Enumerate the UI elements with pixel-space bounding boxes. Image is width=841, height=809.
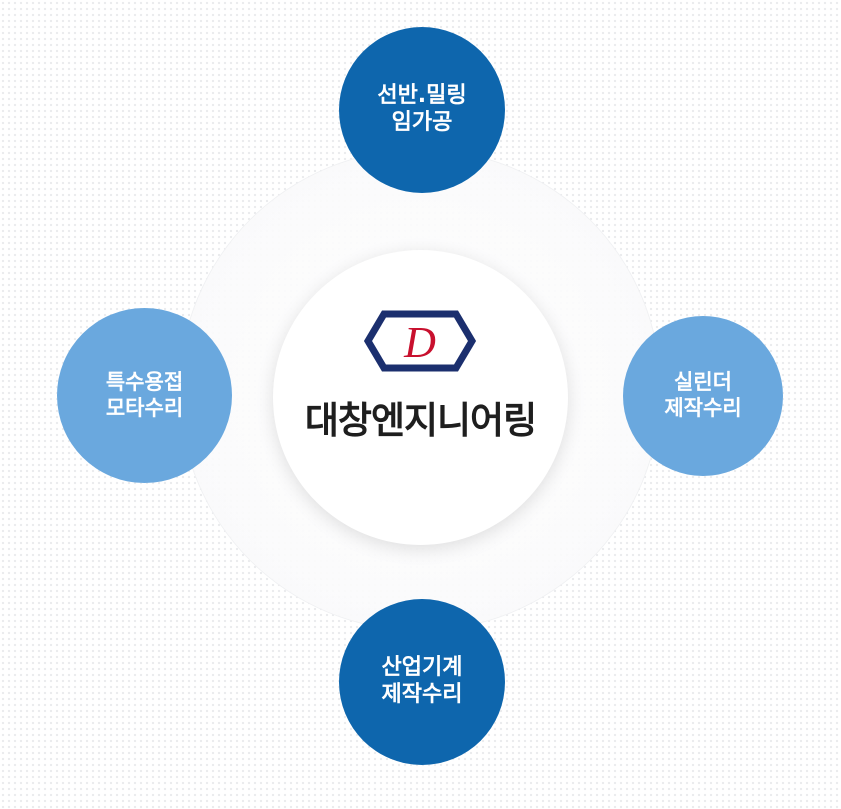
service-node-cylinder-line1: 실린더 bbox=[674, 370, 732, 395]
service-node-industrial-machinery: 산업기계 제작수리 bbox=[339, 599, 505, 765]
service-node-lathe-milling-line2: 임가공 bbox=[391, 110, 453, 135]
logo-letter: D bbox=[403, 318, 436, 367]
service-node-industrial-machinery-line2: 제작수리 bbox=[381, 682, 463, 707]
service-node-cylinder-line2: 제작수리 bbox=[664, 396, 742, 420]
service-node-lathe-milling: 선반.밀링 임가공 bbox=[339, 27, 505, 193]
service-node-welding-motor-line2: 모타수리 bbox=[105, 395, 184, 420]
service-node-cylinder: 실린더 제작수리 bbox=[623, 316, 783, 476]
company-name: 대창엔지니어링 bbox=[304, 399, 537, 442]
service-node-welding-motor: 특수용접 모타수리 bbox=[57, 308, 232, 483]
service-node-lathe-milling-line1: 선반.밀링 bbox=[377, 83, 467, 109]
service-node-industrial-machinery-line1: 산업기계 bbox=[381, 655, 463, 681]
center-circle: D 대창엔지니어링 bbox=[273, 250, 568, 545]
company-logo: D bbox=[364, 310, 476, 372]
service-node-welding-motor-line1: 특수용접 bbox=[105, 369, 184, 394]
